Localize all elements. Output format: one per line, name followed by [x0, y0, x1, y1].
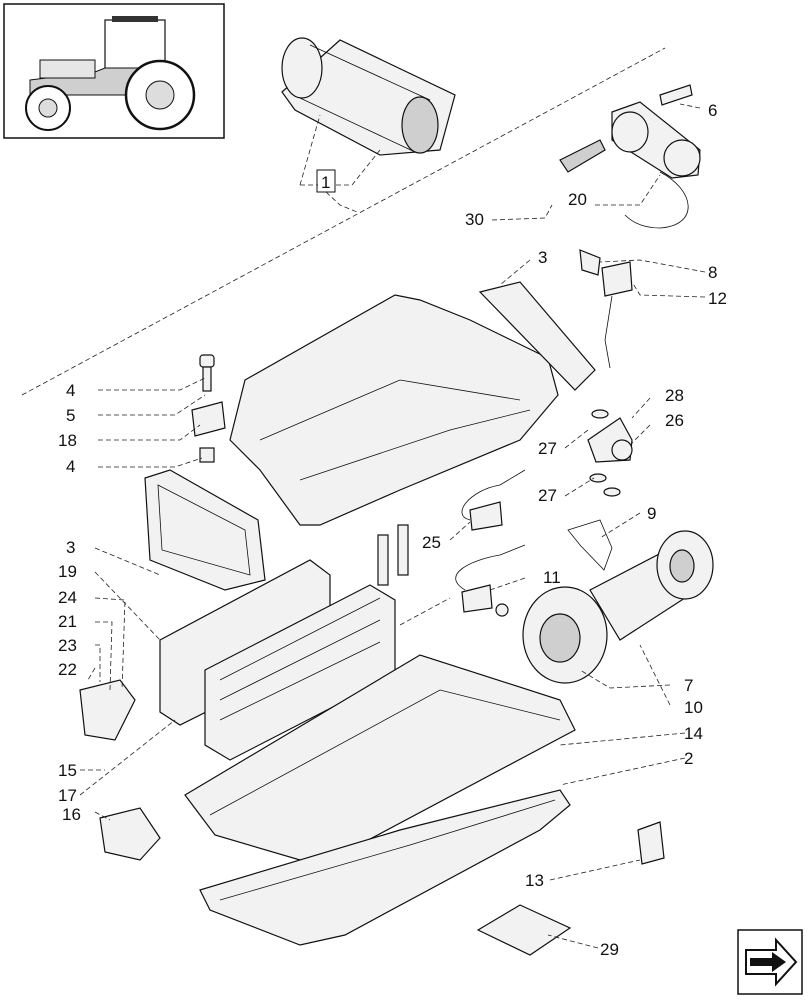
callout-27a: 27	[538, 439, 557, 458]
callout-15: 15	[58, 761, 77, 780]
section-divider	[21, 47, 666, 396]
callout-20: 20	[568, 190, 587, 209]
callout-24: 24	[58, 588, 77, 607]
callout-26: 26	[665, 411, 684, 430]
callout-30: 30	[465, 210, 484, 229]
next-page-arrow-icon[interactable]	[737, 929, 803, 995]
callout-18: 18	[58, 431, 77, 450]
callout-27b: 27	[538, 486, 557, 505]
callout-22: 22	[58, 660, 77, 679]
blower-fan-part	[522, 530, 714, 684]
lower-housing-part	[184, 654, 576, 946]
callout-4b: 4	[66, 457, 75, 476]
callout-labels: 1 6 20 30 3 8 12 4 5 18 4 28 26 27 27 9 …	[58, 101, 727, 959]
callout-6: 6	[708, 101, 717, 120]
callout-12: 12	[708, 289, 727, 308]
callout-4a: 4	[66, 381, 75, 400]
callout-13: 13	[525, 871, 544, 890]
callout-21: 21	[58, 612, 77, 631]
tractor-thumbnail	[3, 3, 225, 139]
callout-2: 2	[684, 749, 693, 768]
callout-7: 7	[684, 676, 693, 695]
callout-9: 9	[647, 504, 656, 523]
callout-3b: 3	[66, 538, 75, 557]
callout-11: 11	[543, 568, 561, 587]
callout-10: 10	[684, 698, 703, 717]
callout-14: 14	[684, 724, 703, 743]
callout-28: 28	[665, 386, 684, 405]
heater-unit-part	[281, 37, 456, 156]
callout-29: 29	[600, 940, 619, 959]
callout-8: 8	[708, 263, 717, 282]
callout-19: 19	[58, 562, 77, 581]
callout-16: 16	[62, 805, 81, 824]
callout-25: 25	[422, 533, 441, 552]
callout-3a: 3	[538, 248, 547, 267]
electrical-connectors-part	[455, 249, 633, 617]
actuator-motor-part	[559, 84, 701, 229]
leader-lines	[79, 103, 706, 949]
callout-17: 17	[58, 786, 77, 805]
tractor-thumbnail-icon	[25, 16, 196, 131]
small-module-part	[476, 821, 665, 956]
callout-5: 5	[66, 406, 75, 425]
upper-housing-part	[144, 281, 596, 591]
callout-1: 1	[321, 173, 330, 192]
callout-23: 23	[58, 636, 77, 655]
